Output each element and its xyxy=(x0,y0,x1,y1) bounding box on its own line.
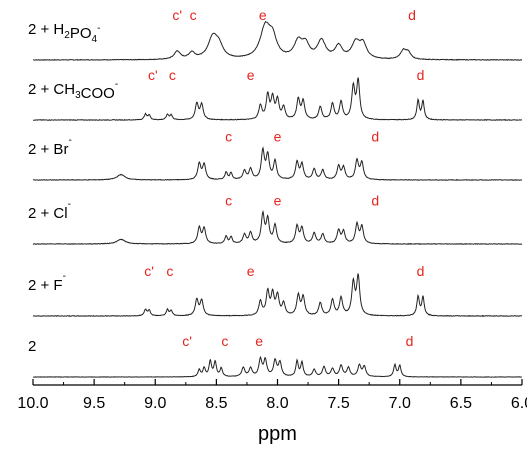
peak-annotation: c xyxy=(225,129,232,145)
peak-annotation: c' xyxy=(172,7,182,23)
trace-label: 2 + H2PO4- xyxy=(28,21,100,45)
x-tick-label: 7.5 xyxy=(328,395,350,412)
peak-annotation: d xyxy=(417,263,425,279)
peak-annotation: e xyxy=(259,7,267,23)
spectrum-trace xyxy=(32,273,523,317)
x-axis-tick-labels: 10.0 9.5 9.0 8.5 8.0 7.5 7.0 6.5 6.0 xyxy=(17,395,527,412)
x-axis-title: ppm xyxy=(258,423,297,445)
trace-label: 2 + CH3COO- xyxy=(28,79,118,102)
spectrum-trace xyxy=(32,77,523,121)
peak-annotation: c' xyxy=(182,333,192,349)
peak-annotation: e xyxy=(274,193,282,209)
peak-annotation: d xyxy=(417,67,425,83)
trace-label: 2 + Cl- xyxy=(28,199,71,222)
peak-annotation: c xyxy=(166,263,173,279)
x-tick-label: 10.0 xyxy=(17,395,48,412)
trace-labels: 2 + H2PO4- 2 + CH3COO- 2 + Br- 2 + Cl- 2 + F… xyxy=(28,21,118,355)
x-tick-label: 6.0 xyxy=(511,395,527,412)
peak-annotation: e xyxy=(274,129,282,145)
x-tick-label: 8.0 xyxy=(266,395,288,412)
x-tick-label: 6.5 xyxy=(450,395,472,412)
spectrum-trace xyxy=(32,20,523,61)
trace-label: 2 + F- xyxy=(28,271,66,294)
x-tick-label: 8.5 xyxy=(205,395,227,412)
peak-annotation: c xyxy=(169,67,176,83)
spectrum-trace xyxy=(32,209,523,245)
peak-annotation: e xyxy=(247,263,255,279)
peak-annotation: c xyxy=(225,193,232,209)
peak-annotation: d xyxy=(371,193,379,209)
peak-annotation: d xyxy=(371,129,379,145)
x-tick-label: 9.0 xyxy=(144,395,166,412)
peak-annotation: c xyxy=(221,333,228,349)
x-tick-label: 9.5 xyxy=(83,395,105,412)
spectrum-trace xyxy=(32,146,523,181)
peak-annotation: c' xyxy=(148,67,158,83)
peak-annotation: d xyxy=(406,333,414,349)
trace-label: 2 xyxy=(28,338,36,355)
spectra-traces xyxy=(32,20,523,378)
spectrum-trace xyxy=(32,355,523,378)
peak-annotation: d xyxy=(408,7,416,23)
peak-annotation: c' xyxy=(144,263,154,279)
peak-annotation: c xyxy=(190,7,197,23)
x-axis-ticks xyxy=(32,379,523,385)
x-tick-label: 7.0 xyxy=(389,395,411,412)
peak-annotations: c' c e d c' c e d c e d c e d c' c e d c' c e d xyxy=(144,7,424,349)
peak-annotation: e xyxy=(255,333,263,349)
trace-label: 2 + Br- xyxy=(28,135,72,158)
peak-annotation: e xyxy=(247,67,255,83)
x-axis: 10.0 9.5 9.0 8.5 8.0 7.5 7.0 6.5 6.0 xyxy=(17,379,527,412)
